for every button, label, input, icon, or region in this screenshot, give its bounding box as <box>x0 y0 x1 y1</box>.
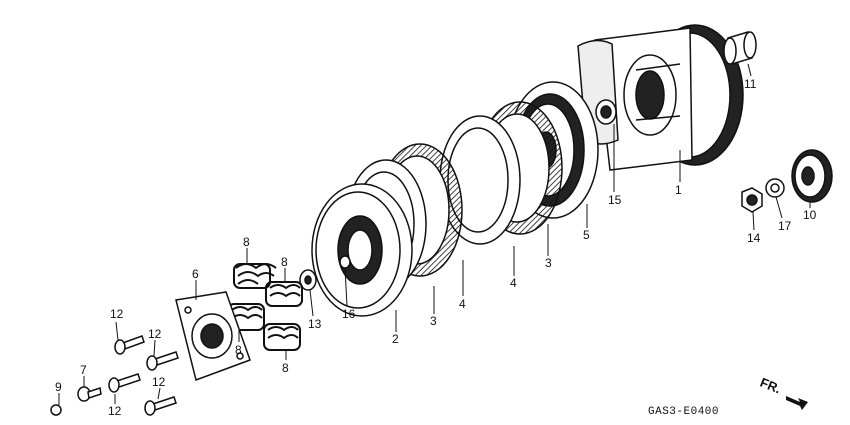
small-bolt <box>50 404 62 416</box>
pin <box>77 386 102 402</box>
callout-8-upper-right: 8 <box>281 255 288 269</box>
callout-12-middle: 12 <box>148 327 162 341</box>
callout-9: 9 <box>55 380 62 394</box>
callout-3-rear: 3 <box>545 256 552 270</box>
callout-7: 7 <box>80 363 87 377</box>
callout-8-left: 8 <box>235 343 242 357</box>
callout-15: 15 <box>608 193 622 207</box>
primary-gear <box>791 149 833 203</box>
bearing-plate <box>175 291 251 381</box>
callout-16: 16 <box>342 307 356 321</box>
bolt-upper-left <box>114 335 145 355</box>
clutch-spring-bottom <box>263 323 301 351</box>
pressure-plate <box>311 183 413 317</box>
callout-4-rear: 4 <box>510 276 517 290</box>
callout-12-upper-left: 12 <box>110 307 124 321</box>
callout-2: 2 <box>392 332 399 346</box>
callout-11: 11 <box>744 77 757 91</box>
callout-17: 17 <box>778 219 792 233</box>
collar <box>723 31 757 65</box>
callout-10: 10 <box>803 208 817 222</box>
callout-1: 1 <box>675 183 682 197</box>
lock-washer <box>765 178 785 198</box>
bolt-lower-left <box>108 373 141 393</box>
bolt-middle <box>146 351 179 371</box>
leader-lines <box>58 63 811 405</box>
callout-12-lower: 12 <box>152 375 166 389</box>
callout-5: 5 <box>583 228 590 242</box>
clutch-spring-top <box>233 263 277 289</box>
clutch-spring-upper-right <box>265 281 303 307</box>
callout-8-bottom: 8 <box>282 361 289 375</box>
bolt-lower <box>144 396 177 416</box>
drawing-code: GAS3-E0400 <box>648 406 720 418</box>
callout-12-lower-left: 12 <box>108 404 122 418</box>
callout-6: 6 <box>192 267 199 281</box>
callout-3-front: 3 <box>430 314 437 328</box>
callout-14: 14 <box>747 231 761 245</box>
front-direction-arrow <box>786 396 808 410</box>
clutch-outer-housing <box>577 24 744 171</box>
callout-4-front: 4 <box>459 297 466 311</box>
lifter-plate <box>299 269 317 291</box>
callout-8-top: 8 <box>243 235 250 249</box>
lock-nut <box>741 187 763 213</box>
callout-13: 13 <box>308 317 322 331</box>
